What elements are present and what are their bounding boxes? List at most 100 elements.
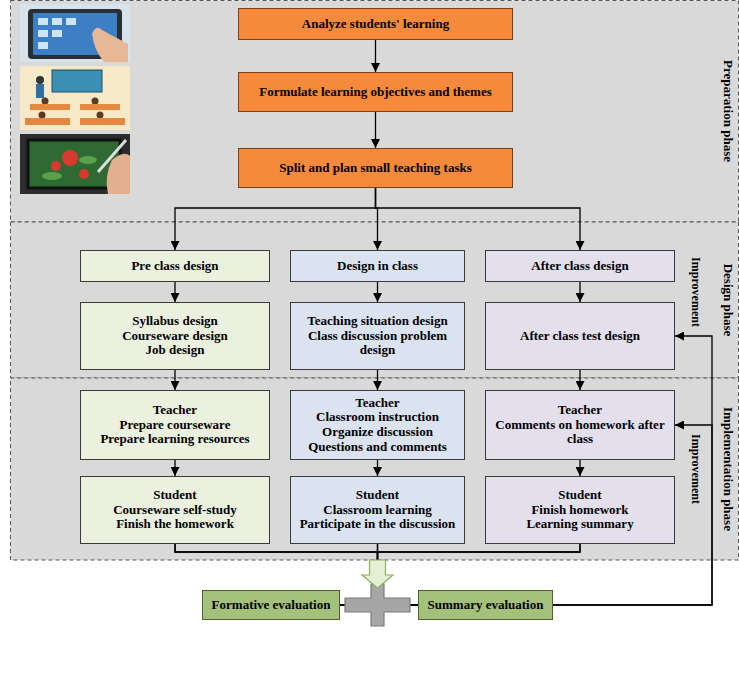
screen-icon <box>66 18 76 25</box>
box-text: Courseware self-study <box>113 503 237 518</box>
plus-symbol <box>345 584 410 626</box>
box-text: Design in class <box>337 259 418 274</box>
box-text: Formative evaluation <box>212 598 331 613</box>
box-text: Pre class design <box>131 259 218 274</box>
box-text: Prepare courseware <box>120 418 231 433</box>
teacher-head <box>36 76 44 84</box>
student-head <box>39 112 46 119</box>
box-text: Comments on homework after class <box>492 418 668 447</box>
student-head <box>92 98 99 105</box>
teacher-body <box>36 84 44 98</box>
connector <box>376 188 581 250</box>
design-content-box: Teaching situation designClass discussio… <box>290 302 465 370</box>
edge-label: Improvement <box>688 432 702 506</box>
box-text: Learning summary <box>526 517 633 532</box>
edge-label: Improvement <box>688 255 702 329</box>
connector <box>553 336 712 605</box>
box-text: Prepare learning resources <box>100 432 249 447</box>
projection-screen <box>52 70 102 92</box>
box-text: Classroom instruction <box>316 410 439 425</box>
desk <box>80 104 120 110</box>
design-header-box: Pre class design <box>80 250 270 282</box>
box-text: Classroom learning <box>323 503 431 518</box>
box-text: Syllabus design <box>132 314 218 329</box>
connector <box>579 282 580 302</box>
design-content-box: Syllabus designCourseware designJob desi… <box>80 302 270 370</box>
box-text: Teaching situation design <box>307 314 447 329</box>
teacher-box: TeacherPrepare coursewarePrepare learnin… <box>80 390 270 460</box>
flower <box>62 150 78 166</box>
connector <box>579 370 580 390</box>
connector <box>174 282 175 302</box>
box-text: Formulate learning objectives and themes <box>259 85 492 100</box>
screen-icon <box>52 30 62 37</box>
connector <box>175 188 376 250</box>
box-text: Finish homework <box>531 503 628 518</box>
student-box: StudentCourseware self-studyFinish the h… <box>80 476 270 544</box>
process-box: Analyze students' learning <box>238 8 513 40</box>
box-text: Teacher <box>153 403 197 418</box>
phase-ground <box>11 1 739 223</box>
tablet-photo <box>20 4 130 62</box>
box-text: Finish the homework <box>116 517 234 532</box>
student-head <box>97 112 104 119</box>
box-text: Questions and comments <box>308 440 447 455</box>
design-header-box: After class design <box>485 250 675 282</box>
process-box: Formulate learning objectives and themes <box>238 72 513 112</box>
box-text: Courseware design <box>122 329 228 344</box>
photo-ground <box>20 134 130 194</box>
student-head <box>42 98 49 105</box>
phase-label: Design phase <box>721 264 736 337</box>
flower <box>51 161 61 171</box>
phase-band: Design phase Pre class design Design in cl… <box>10 222 739 378</box>
phase-ground <box>11 378 739 560</box>
hand <box>107 154 130 194</box>
box-text: Student <box>153 488 196 503</box>
phase-label: Preparation phase <box>721 60 736 162</box>
phase-grounds <box>11 1 739 561</box>
connector <box>174 370 175 390</box>
process-box: Split and plan small teaching tasks <box>238 148 513 188</box>
box-text: Participate in the discussion <box>300 517 456 532</box>
design-content-box: After class test design <box>485 302 675 370</box>
design-header-box: Design in class <box>290 250 465 282</box>
connector <box>377 370 378 390</box>
phase-band: Implementation phaseTeacherPrepare cours… <box>10 378 739 560</box>
evaluation-box: Formative evaluation <box>202 590 340 620</box>
desk <box>25 118 70 125</box>
phase-band: Preparation phase Analyze students' learn… <box>10 0 739 222</box>
screen-icon <box>52 18 62 25</box>
connector <box>377 460 378 476</box>
box-text: Student <box>558 488 601 503</box>
desk <box>80 118 125 125</box>
leaf <box>79 156 97 164</box>
drawing-tablet-photo <box>20 134 130 194</box>
hand <box>92 28 128 62</box>
desk <box>30 104 70 110</box>
screen-icon <box>38 30 48 37</box>
box-text: Split and plan small teaching tasks <box>279 161 472 176</box>
student-box: StudentFinish homeworkLearning summary <box>485 476 675 544</box>
box-text: Analyze students' learning <box>302 17 449 32</box>
screen-icon <box>38 42 48 49</box>
box-text: Organize discussion <box>322 425 433 440</box>
screen-icon <box>38 18 48 25</box>
box-text: Summary evaluation <box>428 598 544 613</box>
phase-label: Implementation phase <box>721 407 736 531</box>
photo-ground <box>20 66 130 130</box>
connector <box>579 460 580 476</box>
evaluation-box: Summary evaluation <box>418 590 553 620</box>
hollow-arrow <box>362 560 393 588</box>
teacher-box: TeacherClassroom instructionOrganize dis… <box>290 390 465 460</box>
phase-ground <box>11 222 739 378</box>
box-text: Job design <box>146 343 205 358</box>
classroom-picture <box>20 66 130 130</box>
photo-ground <box>20 4 130 62</box>
box-text: Student <box>356 488 399 503</box>
box-text: After class design <box>531 259 628 274</box>
connector <box>174 460 175 476</box>
box-text: Teacher <box>355 396 399 411</box>
connector <box>375 40 376 72</box>
leaf <box>42 172 62 180</box>
